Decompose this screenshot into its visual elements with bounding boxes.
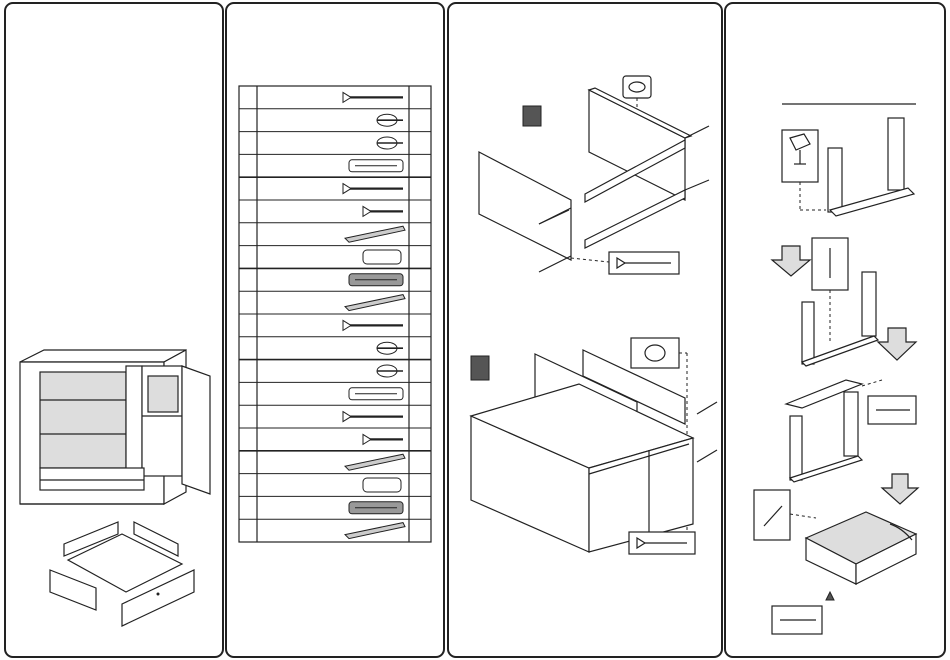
screw-callout-3 <box>754 490 790 540</box>
panel-nail-illustration <box>786 380 916 482</box>
panel-assembly-2 <box>724 2 946 658</box>
glue-step-illustration <box>782 118 914 216</box>
step-1-marker <box>523 106 541 126</box>
dowel-large-icon <box>349 502 403 514</box>
wooden-dowel-icon <box>349 160 403 172</box>
hinge-icon <box>363 478 401 492</box>
gray-bar-icon <box>349 274 403 286</box>
dowel-insert-illustration <box>772 238 916 366</box>
overview-illustration <box>6 4 226 660</box>
panel-parts-list <box>225 2 445 658</box>
step-2-illustration <box>471 338 717 554</box>
drawer-parts-illustration <box>50 522 194 626</box>
cushion-pad-icon <box>363 250 401 264</box>
cam-bolt-callout <box>623 76 651 98</box>
drawer-final-illustration <box>754 474 918 634</box>
carcass-assembly-diagram <box>449 4 725 660</box>
panel-overview <box>4 2 224 658</box>
cabinet-illustration <box>20 350 210 504</box>
panel-assembly-1 <box>447 2 723 658</box>
step-1-illustration <box>479 76 709 274</box>
drawer-assembly-diagram <box>726 4 948 660</box>
cam-lock-callout <box>631 338 679 368</box>
cam-bolt-small-icon <box>349 388 403 400</box>
step-2-marker <box>471 356 489 380</box>
parts-table <box>227 4 447 660</box>
